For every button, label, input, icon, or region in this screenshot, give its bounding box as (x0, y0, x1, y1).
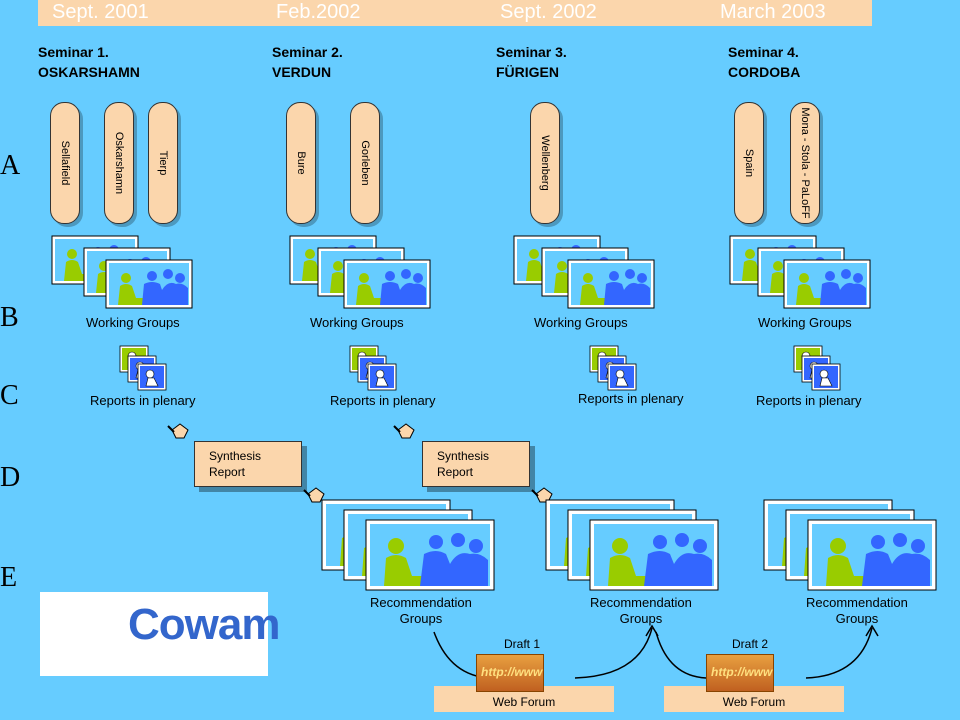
seminar-place: VERDUN (272, 64, 332, 80)
recommendation-group-image (365, 519, 495, 591)
recommendation-group-image (589, 519, 719, 591)
date-label: Sept. 2002 (500, 1, 597, 23)
working-group-image (567, 259, 655, 309)
draft-arc-2 (655, 627, 873, 679)
seminar-number: Seminar 3. (496, 44, 567, 60)
reporter-icon (367, 363, 397, 391)
seminar-number: Seminar 2. (272, 44, 343, 60)
recommendation-group-image (807, 519, 937, 591)
pointer-hand-icon (167, 423, 189, 439)
web-forum-label: Web Forum (492, 695, 556, 709)
pointer-hand-icon (393, 423, 415, 439)
seminar-number: Seminar 4. (728, 44, 799, 60)
reports-label: Reports in plenary (756, 393, 862, 408)
synthesis-report-note: Synthesis Report (194, 441, 302, 487)
logo-text: Cowam (128, 600, 280, 649)
seminar-1-title: Seminar 1. OSKARSHAMN (38, 42, 140, 82)
date-label: March 2003 (720, 1, 826, 23)
reporter-icon (811, 363, 841, 391)
working-groups-label: Working Groups (310, 315, 404, 330)
web-forum-banner: http://www (706, 654, 774, 692)
synthesis-report-label: Synthesis Report (209, 449, 262, 479)
row-label-a: A (0, 150, 21, 181)
draft-label: Draft 2 (732, 637, 769, 651)
seminar-place: OSKARSHAMN (38, 64, 140, 80)
date-label: Feb.2002 (276, 1, 361, 23)
row-label-c: C (0, 380, 19, 411)
web-forum-label: Web Forum (722, 695, 786, 709)
site-pill: Bure (286, 102, 316, 224)
site-pill: Wellenberg (530, 102, 560, 224)
date-label: Sept. 2001 (52, 1, 149, 23)
site-pill: Tierp (148, 102, 178, 224)
reports-label: Reports in plenary (578, 391, 684, 406)
site-pill: Gorleben (350, 102, 380, 224)
draft-label: Draft 1 (504, 637, 541, 651)
reports-label: Reports in plenary (90, 393, 196, 408)
pointer-hand-icon (303, 487, 325, 503)
arrow-head-icon (865, 624, 879, 637)
synthesis-report-label: Synthesis Report (437, 449, 490, 479)
site-pill: Sellafield (50, 102, 80, 224)
working-groups-label: Working Groups (86, 315, 180, 330)
recommendation-groups-label: Recommendation Groups (806, 595, 908, 626)
site-pill: Mona - Stola - PaLoFF (790, 102, 820, 224)
seminar-place: FÜRIGEN (496, 64, 559, 80)
working-groups-label: Working Groups (758, 315, 852, 330)
http-text: http://www (711, 665, 773, 679)
seminar-place: CORDOBA (728, 64, 801, 80)
working-group-image (783, 259, 871, 309)
synthesis-report-note: Synthesis Report (422, 441, 530, 487)
cowam-logo: Cowam (40, 592, 280, 676)
working-group-image (105, 259, 193, 309)
recommendation-groups-label: Recommendation Groups (590, 595, 692, 626)
timeline-bar: Sept. 2001 Feb.2002 Sept. 2002 March 200… (38, 0, 872, 26)
seminar-3-title: Seminar 3. FÜRIGEN (496, 42, 567, 82)
working-group-image (343, 259, 431, 309)
seminar-4-title: Seminar 4. CORDOBA (728, 42, 800, 82)
reports-label: Reports in plenary (330, 393, 436, 408)
row-label-e: E (0, 562, 18, 593)
reporter-icon (607, 363, 637, 391)
http-text: http://www (481, 665, 543, 679)
recommendation-groups-label: Recommendation Groups (370, 595, 472, 626)
seminar-number: Seminar 1. (38, 44, 109, 60)
site-pill: Spain (734, 102, 764, 224)
web-forum-banner: http://www (476, 654, 544, 692)
working-groups-label: Working Groups (534, 315, 628, 330)
site-pill: Oskarshamn (104, 102, 134, 224)
reporter-icon (137, 363, 167, 391)
row-label-b: B (0, 302, 19, 333)
row-label-d: D (0, 462, 21, 493)
seminar-2-title: Seminar 2. VERDUN (272, 42, 343, 82)
